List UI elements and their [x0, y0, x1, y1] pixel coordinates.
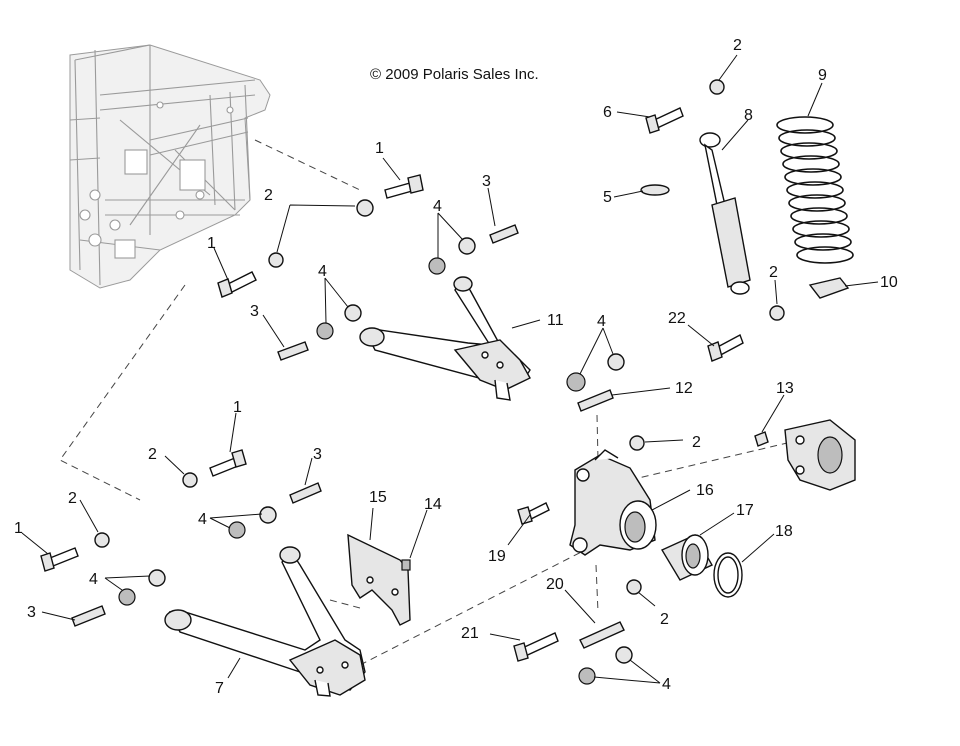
callout-20-knuckle-pin: 20 [546, 576, 564, 593]
washer [640, 184, 670, 196]
nuts [94, 79, 785, 595]
retaining-ring [713, 552, 743, 598]
brake-caliper [784, 419, 856, 491]
callout-4-lower-left-bushings: 4 [89, 571, 98, 588]
callout-1-upper-bolt: 1 [375, 140, 384, 157]
callout-15-skid-plate: 15 [369, 489, 387, 506]
wheel-bearing [660, 534, 713, 581]
callout-16-hub-carrier: 16 [696, 482, 714, 499]
callout-2-upper-nut: 2 [264, 187, 273, 204]
callout-4-left-bushings: 4 [318, 263, 327, 280]
leader-lines [21, 54, 879, 684]
callout-7-lower-a-arm: 7 [215, 680, 224, 697]
callout-22-bolt: 22 [668, 310, 686, 327]
callout-1-lower-bolt: 1 [233, 399, 242, 416]
callout-2-shock-top-nut: 2 [733, 37, 742, 54]
callout-12-pivot-pin: 12 [675, 380, 693, 397]
lower-a-arm [164, 546, 366, 697]
bushings [118, 237, 633, 685]
skid-plate [347, 533, 411, 626]
shock-absorber [699, 132, 751, 295]
callout-13-caliper-bolt: 13 [776, 380, 794, 397]
callout-8-shock-absorber: 8 [744, 107, 753, 124]
callout-3-upper-pin: 3 [482, 173, 491, 190]
callout-1-far-left-bolt: 1 [14, 520, 23, 537]
bolts [40, 107, 769, 662]
callout-1-left-bolt: 1 [207, 235, 216, 252]
upper-a-arm [359, 276, 531, 401]
callout-2-knuckle-nut: 2 [692, 434, 701, 451]
callout-14-clip: 14 [424, 496, 442, 513]
callout-10-spring-retainer: 10 [880, 274, 898, 291]
callout-9-coil-spring: 9 [818, 67, 827, 84]
hub-carrier [569, 449, 657, 556]
callout-4-mid-bushings: 4 [198, 511, 207, 528]
callout-3-far-left-pin: 3 [27, 604, 36, 621]
callout-2-left-nut: 2 [68, 490, 77, 507]
callout-labels: 1 1 1 1 2 2 2 2 2 2 2 3 3 3 3 4 4 4 4 4 … [14, 37, 898, 697]
coil-spring [776, 116, 854, 264]
callout-5-washer: 5 [603, 189, 612, 206]
callout-21-long-bolt: 21 [461, 625, 479, 642]
callout-3-left-pin: 3 [250, 303, 259, 320]
pins [71, 224, 625, 649]
callout-18-retaining-ring: 18 [775, 523, 793, 540]
callout-2-mid-nut: 2 [148, 446, 157, 463]
callout-4-upper-bushings: 4 [433, 198, 442, 215]
vehicle-frame [69, 44, 271, 289]
callout-3-mid-pin: 3 [313, 446, 322, 463]
callout-17-bearing: 17 [736, 502, 754, 519]
alignment-lines [59, 139, 801, 666]
callout-4-right-bushings: 4 [597, 313, 606, 330]
copyright-text: © 2009 Polaris Sales Inc. [370, 66, 539, 83]
callout-4-bottom-bushings: 4 [662, 676, 671, 693]
clip-fastener [401, 559, 411, 571]
callout-2-shock-bottom-nut: 2 [769, 264, 778, 281]
callout-6-shock-bolt: 6 [603, 104, 612, 121]
callout-11-upper-a-arm: 11 [547, 312, 564, 329]
spring-retainer [808, 277, 850, 299]
callout-2-lower-knuckle-nut: 2 [660, 611, 669, 628]
callout-19-knuckle-bolt: 19 [488, 548, 506, 565]
